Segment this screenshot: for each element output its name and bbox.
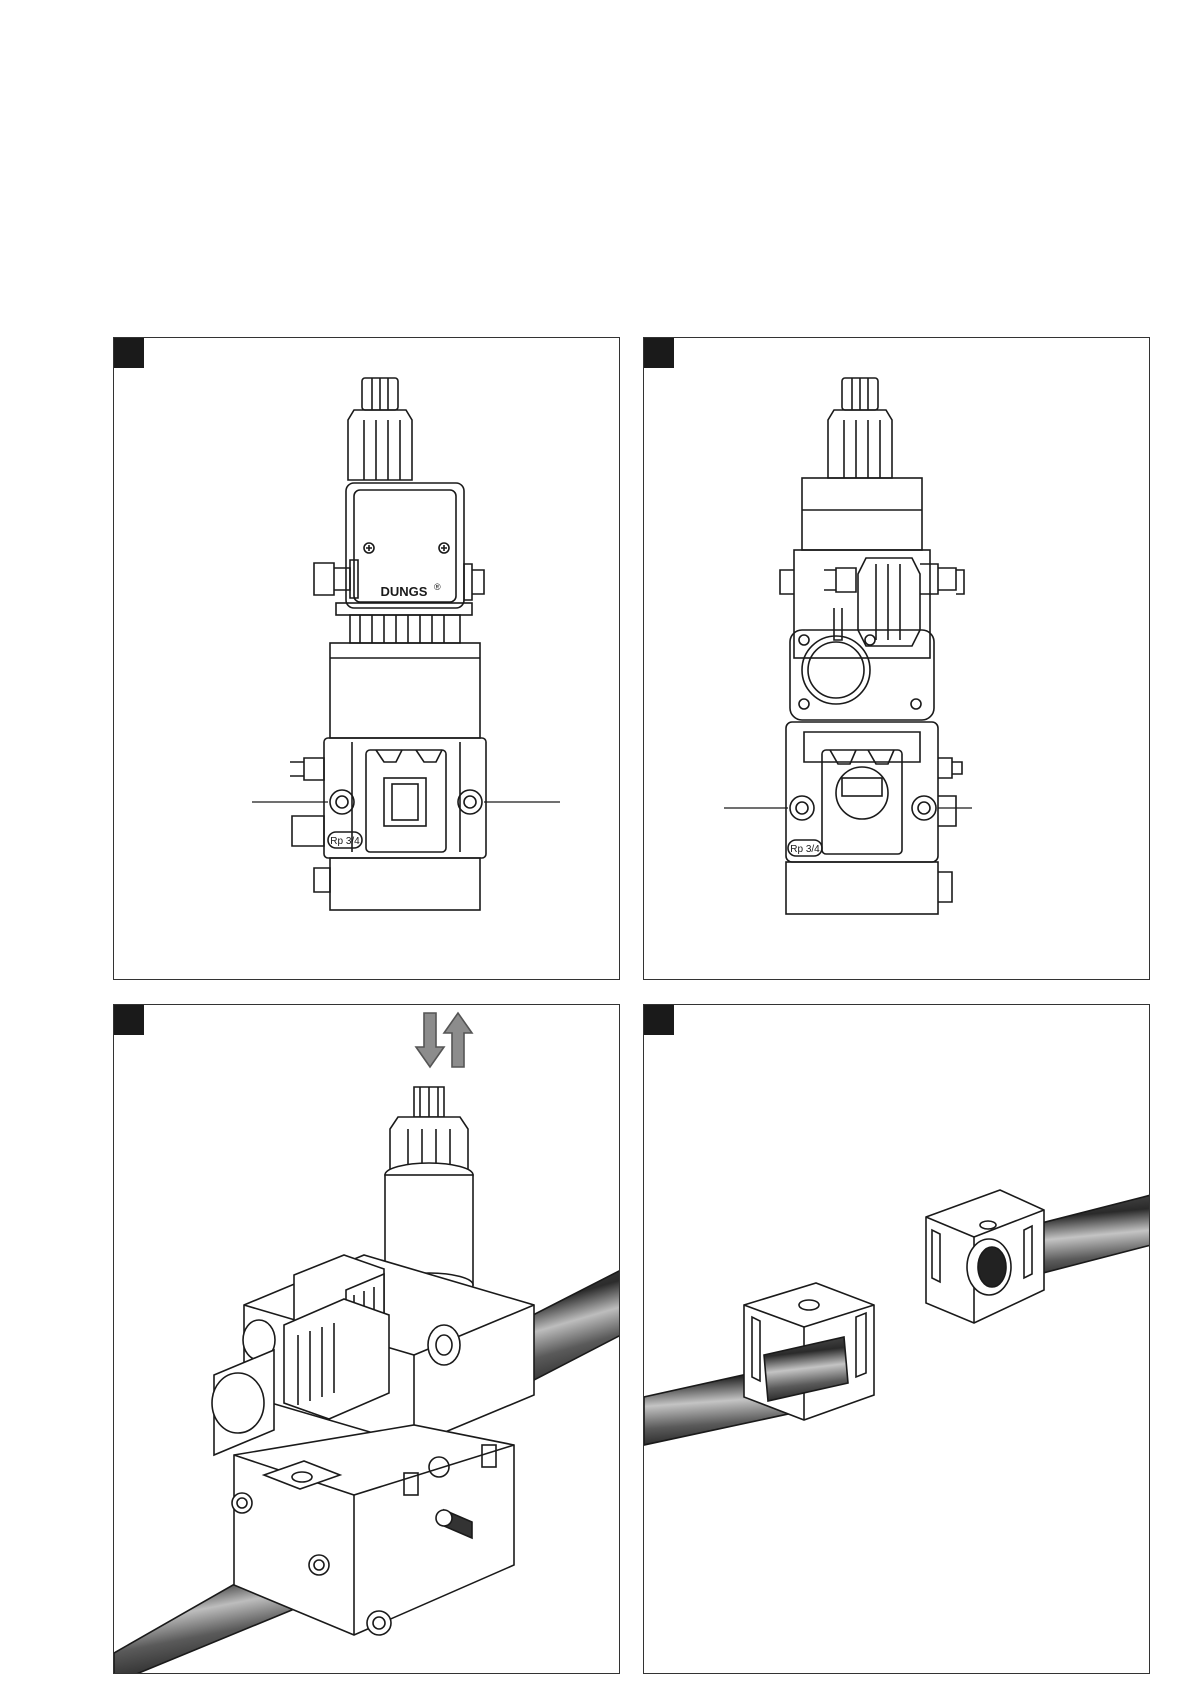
pipe-bracket-illustration — [644, 1005, 1150, 1674]
figure-panel-3 — [113, 1004, 620, 1674]
port-size-label: Rp 3/4 — [330, 836, 360, 847]
port-size-label: Rp 3/4 — [790, 844, 820, 855]
valve-isometric-mounting-illustration — [114, 1005, 620, 1674]
valve-front-view-illustration: DUNGS ® Rp 3/4 — [114, 338, 620, 980]
figure-panel-4 — [643, 1004, 1150, 1674]
figure-panel-2: Rp 3/4 — [643, 337, 1150, 980]
figure-panel-1: DUNGS ® Rp 3/4 — [113, 337, 620, 980]
brand-mark: ® — [434, 582, 441, 592]
brand-label: DUNGS — [381, 584, 428, 599]
valve-rear-view-illustration: Rp 3/4 — [644, 338, 1150, 980]
